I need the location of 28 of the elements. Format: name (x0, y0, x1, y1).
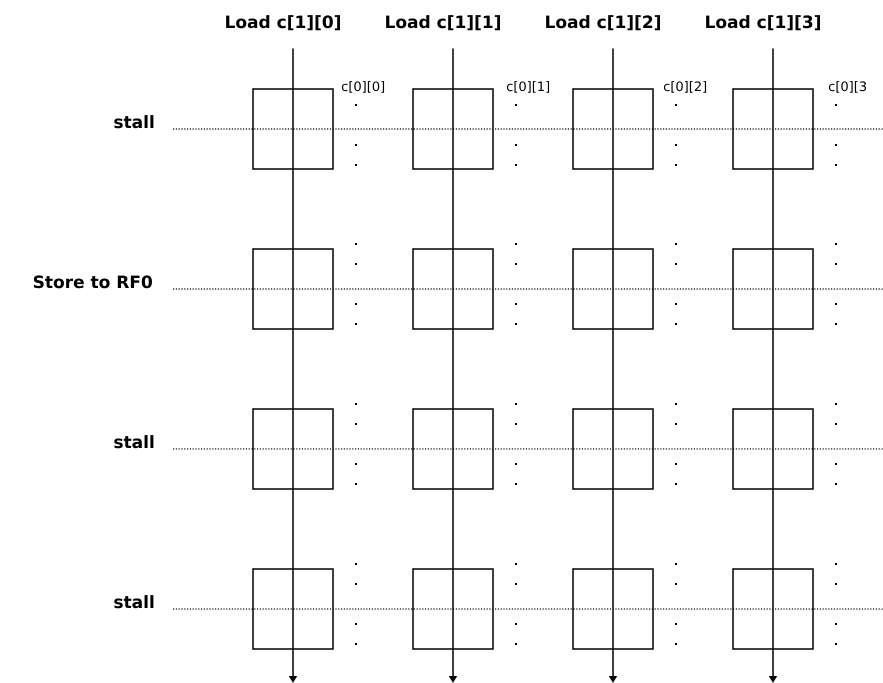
column-heading: Load c[1][0] (226, 15, 340, 30)
square-box (252, 248, 334, 330)
row-label: Store to RF0 (34, 275, 152, 288)
square-box (412, 568, 494, 650)
square-box (252, 88, 334, 170)
column-heading: Load c[1][3] (706, 15, 820, 30)
square-box (572, 248, 654, 330)
square-box (572, 408, 654, 490)
row-label: stall (114, 115, 154, 128)
cell-label: c[0][0] (342, 81, 384, 93)
square-box (412, 248, 494, 330)
square-box (732, 88, 814, 170)
cell-label: c[0][3 (828, 81, 866, 93)
row-label: stall (114, 595, 154, 608)
square-box (572, 88, 654, 170)
square-box (252, 568, 334, 650)
square-box (412, 408, 494, 490)
column-heading: Load c[1][2] (546, 15, 660, 30)
column-heading: Load c[1][1] (386, 15, 500, 30)
square-box (732, 408, 814, 490)
square-box (412, 88, 494, 170)
cell-label: c[0][1] (506, 81, 550, 93)
cell-label: c[0][2] (664, 81, 706, 93)
square-box (252, 408, 334, 490)
square-box (572, 568, 654, 650)
row-label: stall (114, 435, 154, 448)
square-box (732, 248, 814, 330)
square-box (732, 568, 814, 650)
